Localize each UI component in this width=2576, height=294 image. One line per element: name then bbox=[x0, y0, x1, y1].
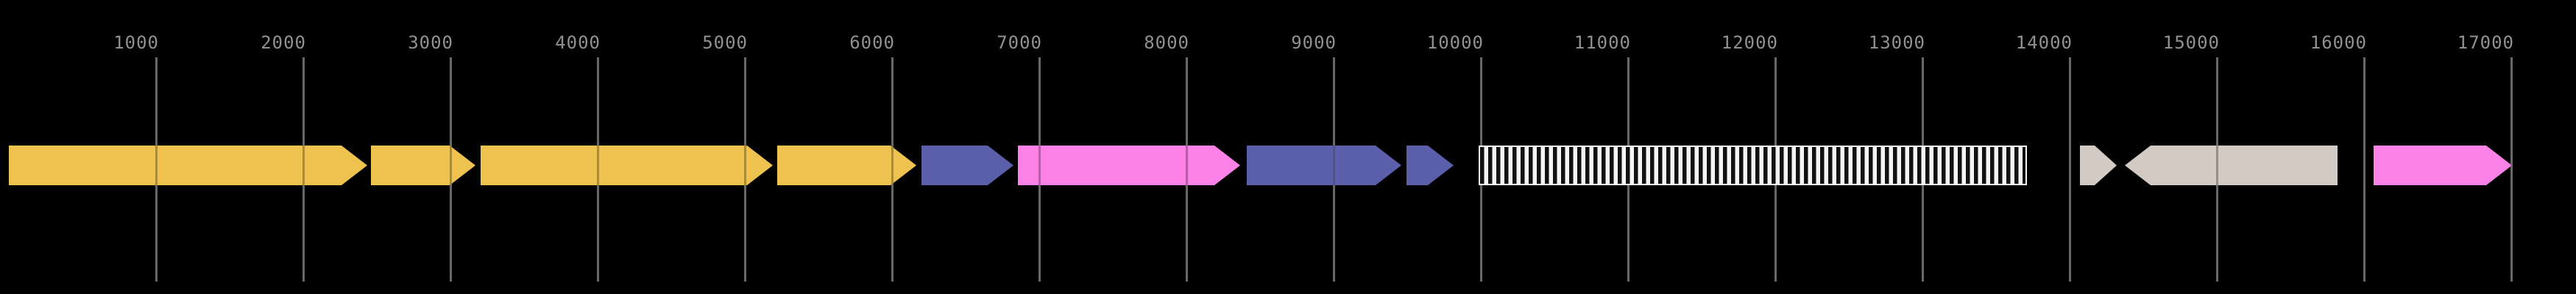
gridline bbox=[2510, 57, 2513, 282]
gene-arrow bbox=[777, 146, 916, 185]
tick-label-4000: 4000 bbox=[555, 32, 601, 53]
tick-label-14000: 14000 bbox=[2015, 32, 2073, 53]
gene-arrow bbox=[1018, 146, 1240, 185]
tick-label-12000: 12000 bbox=[1721, 32, 1778, 53]
tick-label-5000: 5000 bbox=[702, 32, 748, 53]
gene-arrow bbox=[9, 146, 367, 185]
gene-arrow bbox=[481, 146, 773, 185]
gene-arrow bbox=[2080, 146, 2117, 185]
tick-label-16000: 16000 bbox=[2310, 32, 2367, 53]
gene-arrow bbox=[2125, 146, 2338, 185]
tick-label-6000: 6000 bbox=[849, 32, 895, 53]
gridline-overlay bbox=[596, 57, 599, 282]
gridline-overlay bbox=[2510, 57, 2513, 282]
gene-arrow bbox=[921, 146, 1013, 185]
tick-label-1000: 1000 bbox=[113, 32, 159, 53]
gene-arrow bbox=[1247, 146, 1401, 185]
gridline-overlay bbox=[743, 57, 746, 282]
gridline-overlay bbox=[2363, 57, 2366, 282]
gene-arrow bbox=[371, 146, 475, 185]
tick-label-7000: 7000 bbox=[997, 32, 1042, 53]
gridline-overlay bbox=[1038, 57, 1041, 282]
gridline-overlay bbox=[891, 57, 894, 282]
gene-arrow bbox=[1406, 146, 1454, 185]
gridline bbox=[2363, 57, 2366, 282]
gridline-overlay bbox=[1332, 57, 1335, 282]
gridline-overlay bbox=[302, 57, 305, 282]
tick-label-8000: 8000 bbox=[1144, 32, 1189, 53]
tick-label-11000: 11000 bbox=[1574, 32, 1631, 53]
gridline-overlay bbox=[1185, 57, 1188, 282]
tick-label-15000: 15000 bbox=[2162, 32, 2220, 53]
gridline-overlay bbox=[2215, 57, 2218, 282]
tick-label-2000: 2000 bbox=[261, 32, 306, 53]
striped-region bbox=[1479, 146, 2027, 185]
tick-label-13000: 13000 bbox=[1868, 32, 1925, 53]
tick-label-9000: 9000 bbox=[1291, 32, 1337, 53]
gridline bbox=[2068, 57, 2071, 282]
gridline-overlay bbox=[155, 57, 158, 282]
tick-label-10000: 10000 bbox=[1426, 32, 1484, 53]
tick-label-17000: 17000 bbox=[2457, 32, 2514, 53]
gridline-overlay bbox=[449, 57, 452, 282]
gene-arrow bbox=[2374, 146, 2512, 185]
tick-label-3000: 3000 bbox=[408, 32, 453, 53]
gridline-overlay bbox=[2068, 57, 2071, 282]
